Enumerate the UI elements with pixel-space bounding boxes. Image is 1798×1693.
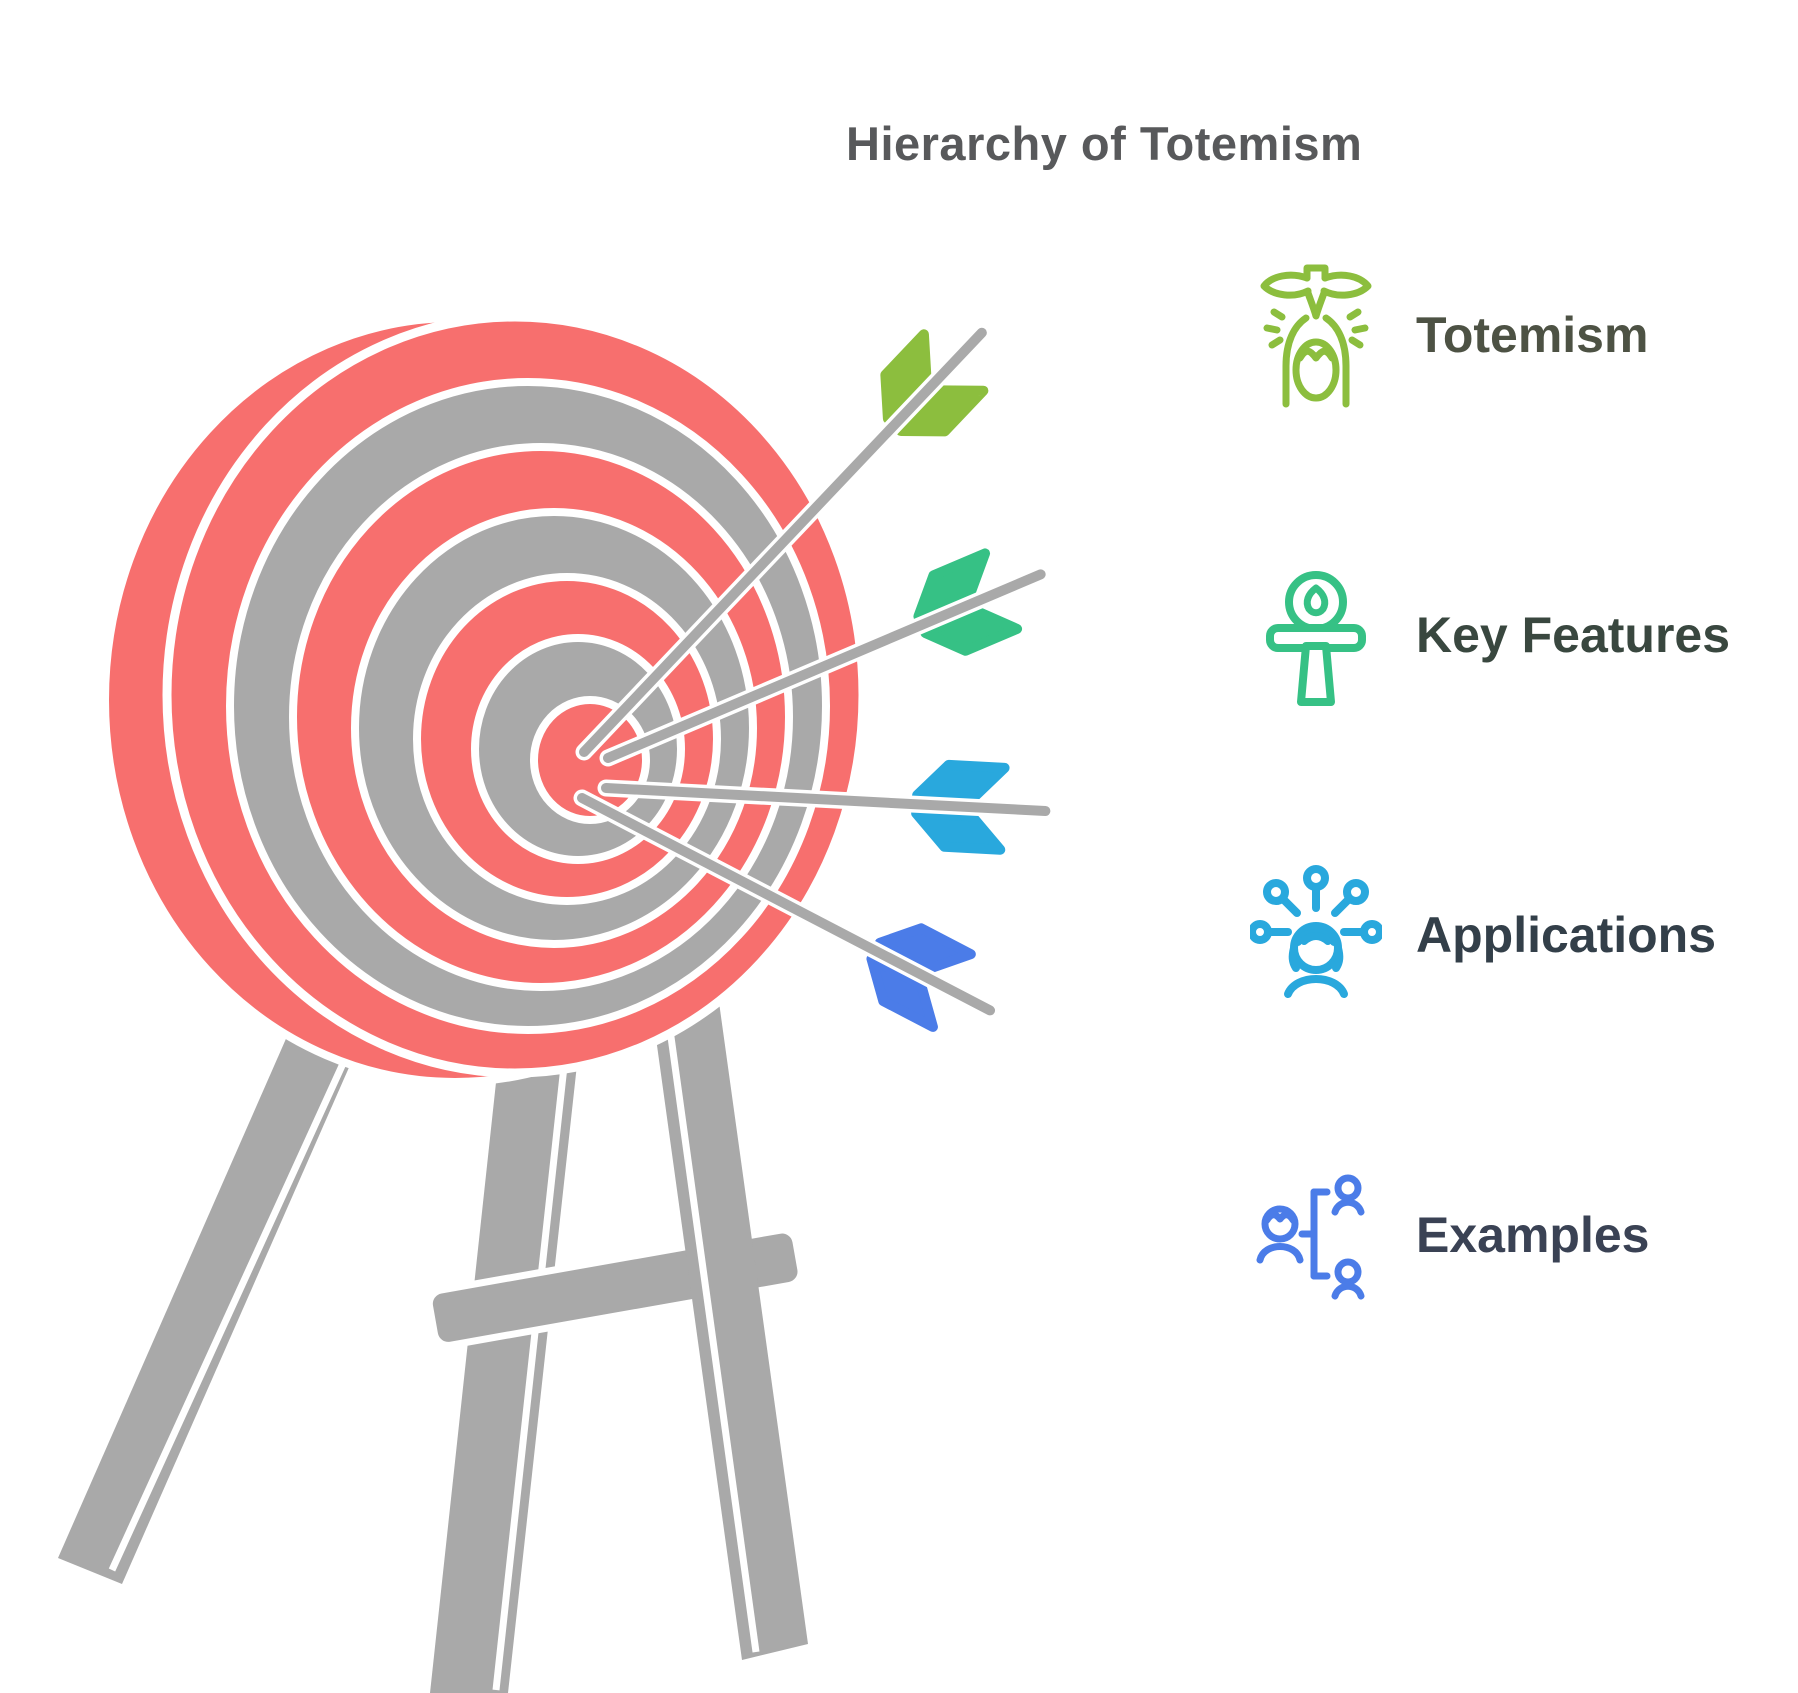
- arrow-applications: [597, 759, 1054, 855]
- legend-label: Applications: [1416, 907, 1717, 963]
- legend-item-examples: Examples: [1250, 1162, 1649, 1308]
- legend-label: Examples: [1416, 1207, 1650, 1263]
- legend-label: Totemism: [1416, 307, 1649, 363]
- arrow-examples: [573, 789, 999, 1032]
- arrow-shaft: [579, 327, 987, 757]
- arrow-fletching-royal: [866, 923, 976, 1032]
- legend-item-key-features: Key Features: [1250, 562, 1730, 708]
- arrow-totemism: [575, 324, 991, 761]
- arrow-fletching-sky: [911, 759, 1010, 855]
- arrow-fletching-olive: [880, 329, 989, 437]
- page-title: Hierarchy of Totemism: [846, 117, 1363, 170]
- family-tree-icon: [1250, 1162, 1382, 1308]
- arrow-fletching-emerald: [913, 548, 1023, 656]
- totem-spirit-icon: [1250, 262, 1382, 408]
- legend-label: Key Features: [1416, 607, 1731, 663]
- legend-item-totemism: Totemism: [1250, 262, 1648, 408]
- ankh-icon: [1250, 562, 1382, 708]
- person-network-icon: [1250, 862, 1382, 1008]
- legend-item-applications: Applications: [1250, 862, 1716, 1008]
- arrow-shaft: [577, 793, 996, 1016]
- arrow-shaft: [603, 569, 1046, 763]
- arrow-shaft: [601, 783, 1051, 817]
- arrow-key-features: [599, 548, 1050, 767]
